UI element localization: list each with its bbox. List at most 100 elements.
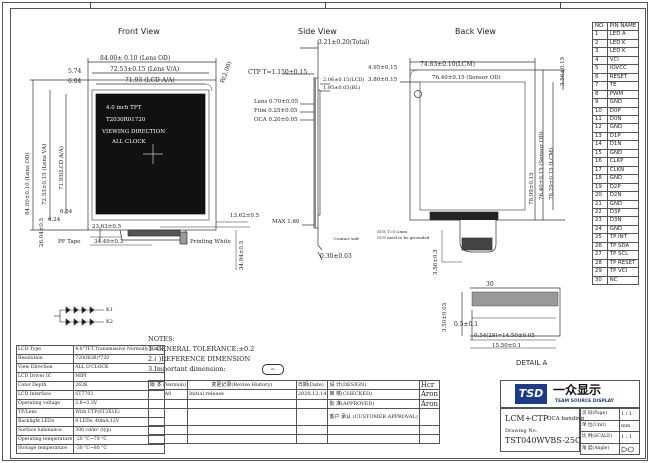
pin-number: 30 [592, 275, 608, 286]
detail-dim-05: 0.5±0.1 [454, 321, 479, 328]
pf-tape-label: PF Tape [58, 239, 81, 245]
check-value: Aron [418, 389, 441, 400]
page-label: 页 码(Page) [580, 408, 620, 421]
note-3: 3.Important dimension: [148, 365, 226, 373]
pin-name: PWM [606, 89, 640, 100]
pin-name: D2P [606, 182, 640, 193]
pin-number: 25 [592, 233, 608, 243]
pin-number: 17 [592, 165, 608, 176]
sheet-info-table: 页 码(Page)1 / 1 单 位(Unit)mm 比 例(SCALE)1 :… [580, 408, 641, 455]
back-dim-495: 4.95±0.15 [368, 65, 398, 71]
pin-name: TP INT [606, 233, 640, 243]
page-value: 1 / 1 [618, 408, 641, 421]
approve-label: 批 准(APPROVED) [327, 398, 420, 409]
front-dim-1362: 13.62±0.5 [230, 213, 260, 219]
pin-number: 20 [592, 191, 608, 201]
zone-tick [560, 2, 561, 8]
pin-number: 18 [592, 174, 608, 184]
pin-number: 9 [592, 98, 608, 108]
design-value: Hcr [418, 379, 441, 391]
pin-number: 21 [592, 199, 608, 209]
front-lens-va-dim: 72.53±0.15 (Lens V/A) [110, 66, 180, 73]
spec-label: View Direction [15, 363, 75, 373]
pin-number: 28 [592, 258, 608, 269]
spec-row: Storage temperature-30 °C~80 °C [15, 444, 165, 454]
back-dim-380: 3.80±0.15 [368, 77, 398, 83]
pin-name: D0N [606, 114, 640, 125]
sus-ground-note: SUS need to be grounded [377, 235, 430, 240]
angle-symbol [618, 442, 641, 455]
tsd-logo: TSD [515, 384, 547, 404]
pin-name: GND [606, 199, 640, 209]
sus-thickness-note: SUS T=0.2mm [377, 229, 408, 234]
side-ctp-dim: CTP T=1.150±0.15 [248, 69, 308, 76]
front-dim-3449: 34.49±0.3 [94, 239, 124, 245]
pin-number: 5 [592, 64, 608, 74]
side-max-dim: MAX 1.60 [272, 219, 300, 225]
back-dim-356: 3.56±0.15 [560, 56, 566, 86]
detail-pitch-dim: 0.54(29)=14.50±0.05 [474, 333, 535, 339]
pin-number: 23 [592, 216, 608, 226]
pin-name: LED K [606, 47, 640, 57]
pin-number: 13 [592, 131, 608, 142]
pin-name: RESET [606, 72, 640, 83]
rev-header-version: 版 本 (Version) [148, 379, 188, 391]
panel-text-viewing: VIEWING DIRECTION [102, 129, 166, 135]
note-1: 1. GENERAL TOLERANCE:±0.2 [148, 345, 255, 353]
side-bl-dim: 1.95±0.05(BL) [323, 85, 361, 91]
approve-value: Aron [418, 398, 441, 409]
front-lens-va-vertical: 72.53±0.15 (Lens VA) [42, 143, 48, 205]
scale-value: 1 : 1 [618, 431, 641, 444]
front-lcd-aa-vertical: 71.93(LCD A/A) [59, 146, 65, 190]
notes-title: NOTES: [148, 335, 175, 343]
spec-label: LCD Type [15, 345, 75, 355]
pin-name: LED K [606, 38, 640, 49]
note-2: 2.( )REFERENCE DIMENSION [148, 355, 251, 363]
back-sensor-vertical: 76.40±0.15 (Sensor OD) [539, 131, 545, 200]
pin-number: 14 [592, 140, 608, 150]
side-dim-030: 0.30±0.03 [320, 253, 352, 260]
back-sensor-dim: 76.40±0.15 (Sensor OD) [432, 75, 501, 81]
contact-side-label: Contact side [334, 236, 360, 241]
spec-row: Operating temperature-20 °C~70 °C [15, 435, 165, 445]
spec-label: Storage temperature [15, 444, 75, 454]
important-dim-symbol: ~ [262, 364, 284, 375]
spec-label: Backlight LEDs [15, 417, 75, 427]
pin-number: 22 [592, 207, 608, 218]
spec-label: Operating temperature [15, 435, 75, 445]
pin-name: TP SDA [606, 241, 640, 252]
zone-tick [90, 2, 91, 8]
pin-header-no: NO. [592, 21, 608, 32]
front-dim-2363: 23.63±0.5 [92, 224, 122, 230]
pin-name: IOVCC [606, 64, 640, 74]
pin-number: 12 [592, 123, 608, 133]
pin-name: GND [606, 123, 640, 133]
back-lcm-vertical: 78.29±0.15 (LCM) [549, 147, 555, 200]
pin-number: 11 [592, 114, 608, 125]
pin-number: 2 [592, 38, 608, 49]
pin-name: VCI [606, 55, 640, 66]
